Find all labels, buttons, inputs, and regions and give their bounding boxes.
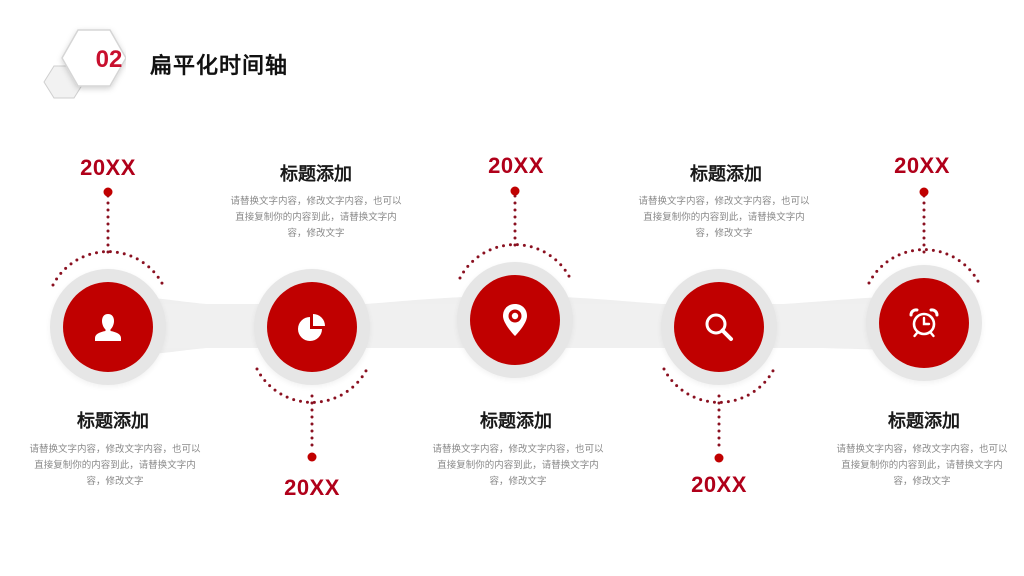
node-heading-2: 标题添加 [280, 164, 352, 185]
pie-chart-icon [298, 314, 325, 341]
section-number: 02 [95, 46, 123, 73]
hexagon-icon [43, 29, 126, 99]
section-badge: 02 [43, 28, 126, 99]
node-desc-3: 请替换文字内容，修改文字内容，也可以直接复制你的内容到此，请替换文字内容，修改文… [432, 444, 604, 487]
node-heading-1: 标题添加 [77, 411, 149, 432]
year-label-1: 20XX [80, 155, 136, 180]
year-label-5: 20XX [894, 153, 950, 178]
timeline-node-3 [457, 262, 573, 378]
node-desc-4: 请替换文字内容，修改文字内容，也可以直接复制你的内容到此，请替换文字内容，修改文… [638, 196, 810, 239]
node-heading-3: 标题添加 [480, 411, 552, 432]
page-title: 扁平化时间轴 [150, 54, 289, 79]
user-icon [95, 314, 121, 341]
year-label-2: 20XX [284, 475, 340, 500]
node-heading-5: 标题添加 [888, 411, 960, 432]
location-pin-icon [503, 304, 527, 336]
node-desc-1: 请替换文字内容，修改文字内容，也可以直接复制你的内容到此，请替换文字内容，修改文… [29, 444, 201, 487]
year-label-3: 20XX [488, 153, 544, 178]
timeline-node-5 [866, 265, 982, 381]
search-icon [705, 313, 733, 341]
year-label-4: 20XX [691, 472, 747, 497]
node-heading-4: 标题添加 [690, 164, 762, 185]
timeline-node-4 [661, 269, 777, 385]
alarm-clock-icon [909, 308, 939, 338]
timeline-node-2 [254, 269, 370, 385]
timeline-node-1 [50, 269, 166, 385]
node-desc-2: 请替换文字内容，修改文字内容，也可以直接复制你的内容到此，请替换文字内容，修改文… [230, 196, 402, 239]
node-desc-5: 请替换文字内容，修改文字内容，也可以直接复制你的内容到此，请替换文字内容，修改文… [836, 444, 1008, 487]
